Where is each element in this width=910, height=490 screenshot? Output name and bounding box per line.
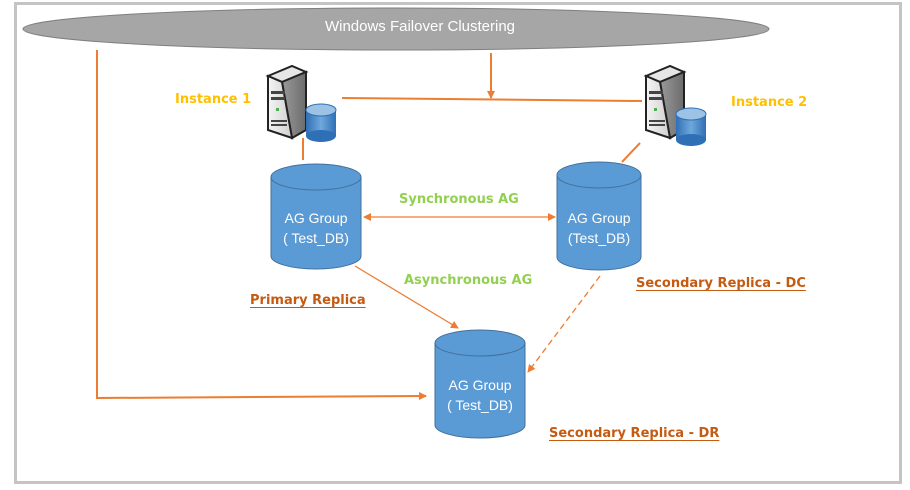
async-ag-arrow	[354, 265, 459, 329]
primary-db-line2: ( Test_DB)	[283, 230, 349, 246]
server-icon-instance-1	[265, 64, 337, 142]
primary-db-cylinder[interactable]	[270, 163, 362, 270]
instance-link-line	[341, 97, 643, 102]
primary-replica-label: Primary Replica	[250, 293, 366, 308]
primary-db-text: AG Group ( Test_DB)	[271, 208, 361, 248]
database-icon	[675, 107, 707, 146]
secondary-dr-replica-label: Secondary Replica - DR	[549, 426, 720, 441]
secondary-dc-db-text: AG Group (Test_DB)	[557, 208, 641, 248]
sync-ag-label: Synchronous AG	[399, 192, 519, 207]
dc-to-dr-dashed-arrow	[527, 275, 601, 373]
secondary-dc-replica-label: Secondary Replica - DC	[636, 276, 806, 291]
primary-db-line1: AG Group	[284, 210, 348, 226]
instance-2-label: Instance 2	[731, 95, 808, 110]
connectors	[96, 50, 643, 401]
server-icon-instance-2	[643, 64, 707, 146]
async-ag-label: Asynchronous AG	[404, 273, 533, 288]
cluster-ellipse	[22, 7, 770, 51]
secondary-dr-db-cylinder[interactable]	[434, 329, 526, 439]
cluster-title: Windows Failover Clustering	[324, 18, 516, 35]
secondary-dr-db-line1: AG Group	[448, 377, 512, 393]
secondary-dc-db-cylinder[interactable]	[556, 161, 642, 271]
instance2-to-secondary-line	[621, 142, 641, 163]
secondary-dr-db-text: AG Group ( Test_DB)	[435, 375, 525, 415]
secondary-dr-db-line2: ( Test_DB)	[447, 397, 513, 413]
database-icon	[305, 103, 337, 142]
cluster-to-dr-line	[96, 50, 427, 401]
instance-1-label: Instance 1	[175, 92, 252, 107]
secondary-dc-db-line1: AG Group	[567, 210, 631, 226]
secondary-dc-db-line2: (Test_DB)	[567, 230, 631, 246]
ag-connectors	[354, 213, 601, 373]
